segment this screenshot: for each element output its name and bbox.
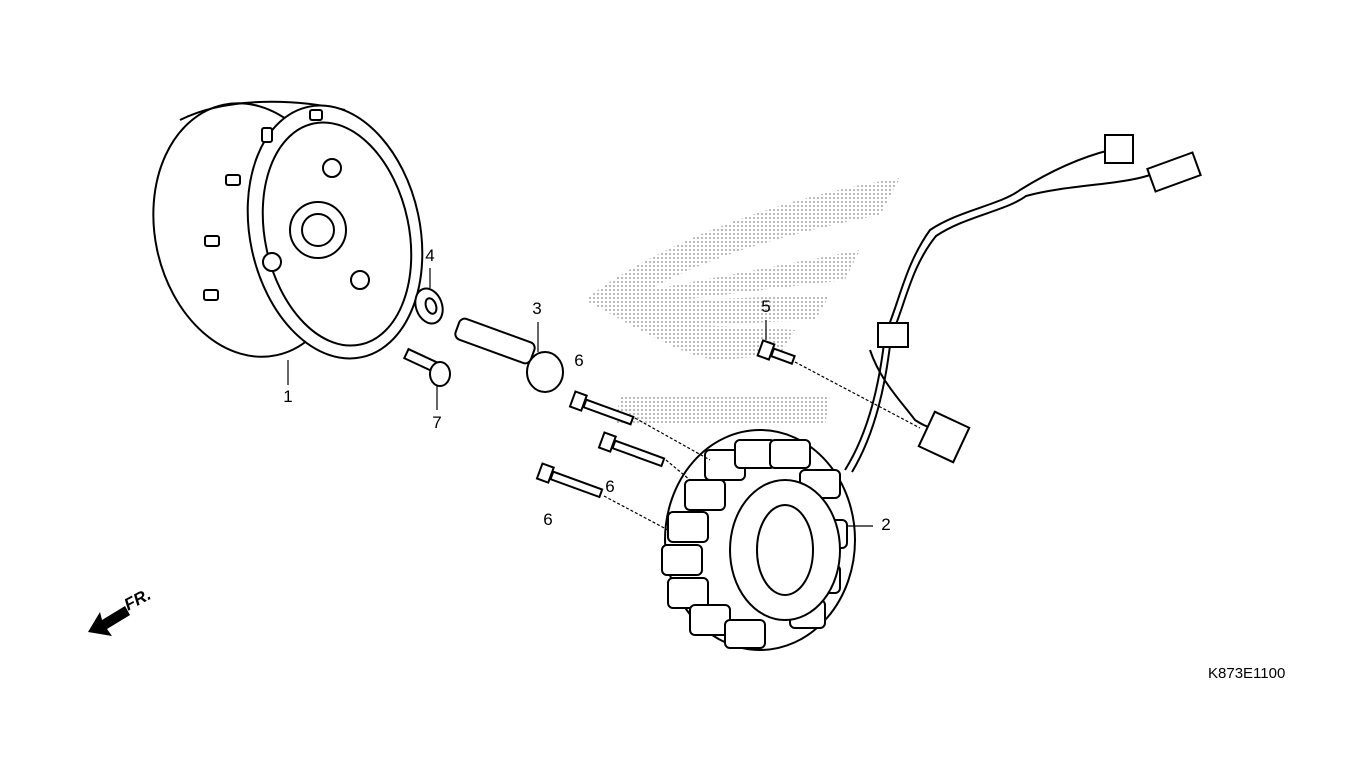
callout-7[interactable]: 7 bbox=[432, 413, 442, 432]
front-direction-arrow-icon bbox=[88, 606, 130, 636]
stator bbox=[661, 429, 856, 651]
diagram-code: K873E1100 bbox=[1208, 665, 1286, 682]
flywheel-bolt bbox=[454, 317, 564, 393]
washer bbox=[414, 287, 444, 325]
stator-bolts bbox=[535, 339, 796, 499]
flywheel bbox=[152, 100, 424, 360]
callout-2[interactable]: 2 bbox=[881, 515, 891, 534]
small-bolt bbox=[402, 347, 451, 387]
callout-1[interactable]: 1 bbox=[283, 387, 293, 406]
callout-5[interactable]: 5 bbox=[761, 297, 771, 316]
honda-wing-watermark bbox=[585, 178, 900, 425]
wire-harness bbox=[844, 134, 1202, 473]
callout-6a[interactable]: 6 bbox=[574, 351, 584, 370]
callout-6c[interactable]: 6 bbox=[543, 510, 553, 529]
callout-3[interactable]: 3 bbox=[532, 299, 542, 318]
callout-4[interactable]: 4 bbox=[425, 246, 435, 265]
callout-6b[interactable]: 6 bbox=[605, 477, 615, 496]
leader-lines bbox=[287, 268, 921, 531]
